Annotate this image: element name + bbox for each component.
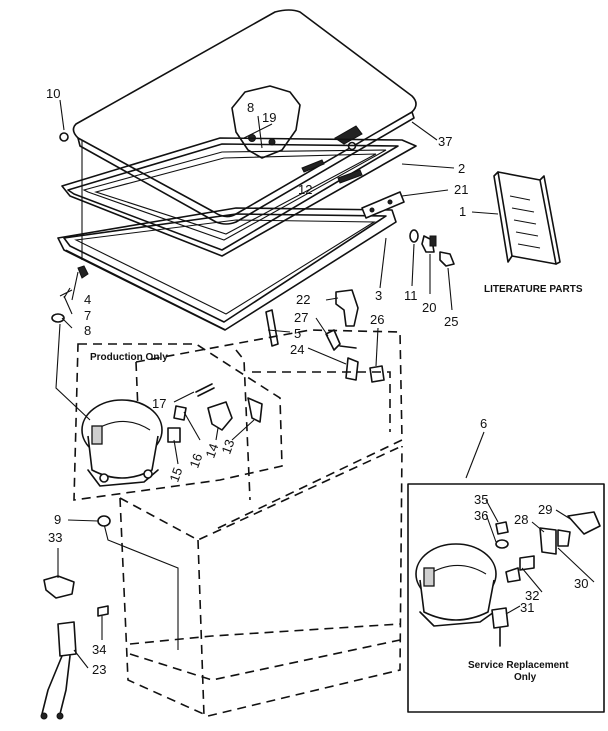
callout-19: 19	[262, 110, 276, 125]
callout-1: 1	[459, 204, 466, 219]
callout-26: 26	[370, 312, 384, 327]
callout-25: 25	[444, 314, 458, 329]
callout-13: 13	[218, 437, 237, 456]
callout-10: 10	[46, 86, 60, 101]
callout-8-lid: 8	[247, 100, 254, 115]
compressor-wire	[55, 323, 91, 421]
callout-11: 11	[404, 288, 418, 303]
callout-34: 34	[92, 642, 106, 657]
compressor-service	[415, 543, 497, 627]
literature-booklet	[493, 171, 561, 265]
breaker-frame	[57, 207, 397, 331]
callout-24: 24	[290, 342, 304, 357]
callout-17: 17	[152, 396, 166, 411]
lid-assembly	[72, 9, 417, 225]
callout-27: 27	[294, 310, 308, 325]
lock-parts	[409, 229, 455, 267]
callout-21: 21	[454, 182, 468, 197]
service-small-parts	[491, 511, 601, 647]
callout-8: 8	[84, 323, 91, 338]
cord-wire	[103, 523, 179, 650]
callout-15: 15	[166, 465, 185, 484]
callout-37: 37	[438, 134, 452, 149]
callout-32: 32	[525, 588, 539, 603]
callout-33: 33	[48, 530, 62, 545]
callout-35: 35	[474, 492, 488, 507]
relay-parts	[167, 383, 263, 443]
power-cord-parts	[40, 575, 109, 720]
leader-lines	[57, 99, 595, 669]
callout-22: 22	[296, 292, 310, 307]
callout-30: 30	[574, 576, 588, 591]
compressor-production	[81, 399, 163, 487]
callout-6: 6	[480, 416, 487, 431]
callout-5: 5	[294, 326, 301, 341]
callout-29: 29	[538, 502, 552, 517]
callout-20: 20	[422, 300, 436, 315]
gasket-assembly	[61, 137, 417, 257]
service-replacement-label-only: Only	[514, 672, 537, 683]
production-only-label: Production Only	[90, 352, 168, 363]
callout-4: 4	[84, 292, 91, 307]
production-only-box	[73, 343, 283, 501]
callout-3: 3	[375, 288, 382, 303]
callout-14: 14	[202, 441, 221, 460]
callout-7: 7	[84, 308, 91, 323]
callout-2: 2	[458, 161, 465, 176]
callout-36: 36	[474, 508, 488, 523]
callout-16: 16	[186, 451, 205, 470]
callout-9: 9	[54, 512, 61, 527]
handle-parts	[301, 159, 405, 219]
hinge-parts	[265, 289, 385, 383]
service-replacement-box	[407, 483, 605, 713]
service-replacement-label: Service Replacement	[468, 660, 569, 671]
callout-28: 28	[514, 512, 528, 527]
callout-12: 12	[298, 182, 312, 197]
left-small-parts	[51, 132, 89, 323]
callout-31: 31	[520, 600, 534, 615]
cabinet	[119, 329, 403, 717]
literature-parts-label: LITERATURE PARTS	[484, 284, 583, 295]
callout-23: 23	[92, 662, 106, 677]
grommet	[97, 515, 111, 527]
